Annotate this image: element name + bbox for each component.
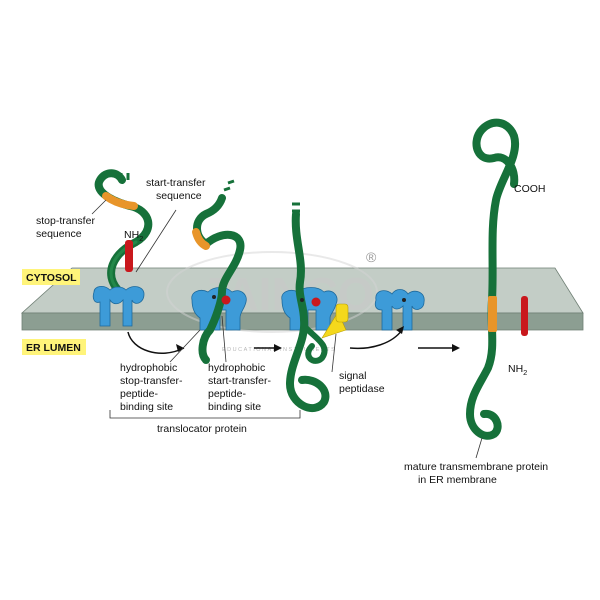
process-arrows bbox=[127, 326, 460, 354]
pointer-hydro-start bbox=[221, 315, 227, 363]
hydro-stop-label-2: stop-transfer- bbox=[120, 375, 183, 387]
hydro-start-label-2: start-transfer- bbox=[208, 375, 272, 387]
mature-protein-chain bbox=[466, 118, 520, 440]
translocator-bracket bbox=[109, 410, 301, 419]
arrow-stage1-to-2 bbox=[127, 331, 185, 354]
er-lumen-tag: ER LUMEN bbox=[22, 339, 86, 355]
stage2-start-transfer-segment bbox=[192, 228, 210, 250]
signal-peptidase-label-2: peptidase bbox=[339, 383, 385, 395]
stage1-translocator bbox=[92, 286, 145, 327]
start-transfer-label-1: start-transfer bbox=[146, 177, 206, 189]
stage2-chain-dash-2 bbox=[227, 179, 235, 185]
labels: stop-transfer sequence start-transfer se… bbox=[36, 177, 548, 486]
watermark-tagline: EDUCATIONAL INSTRUMENTS bbox=[222, 347, 336, 353]
stage1-start-transfer-segment bbox=[125, 240, 133, 272]
stop-transfer-label-2: sequence bbox=[36, 228, 82, 240]
arrowhead-4 bbox=[452, 344, 460, 352]
stage-2 bbox=[191, 179, 247, 364]
pointer-start-transfer bbox=[135, 209, 177, 273]
pointer-mature-protein bbox=[475, 437, 483, 459]
start-transfer-label-2: sequence bbox=[156, 190, 202, 202]
stage-3 bbox=[281, 202, 349, 412]
signal-peptidase-label-1: signal bbox=[339, 370, 366, 382]
stage-5 bbox=[466, 118, 528, 440]
pointer-signal-peptidase bbox=[331, 333, 337, 373]
label-pointers bbox=[91, 199, 483, 459]
watermark-ring bbox=[166, 251, 378, 333]
stage3-peptidase-anchor bbox=[335, 303, 349, 323]
hydro-start-label-3: peptide- bbox=[208, 388, 246, 400]
arrowhead-2 bbox=[274, 344, 282, 352]
stage3-tail-loop bbox=[303, 325, 328, 364]
stage3-binding-dot bbox=[300, 298, 304, 302]
stage3-polypeptide-chain bbox=[286, 210, 330, 412]
stage4-translocator bbox=[374, 289, 425, 331]
cooh-label: COOH bbox=[514, 183, 546, 195]
watermark-registered-mark: ® bbox=[366, 249, 377, 265]
stage-4 bbox=[374, 289, 425, 331]
hydro-stop-label-1: hydrophobic bbox=[120, 362, 177, 374]
cleaved-signal-peptide bbox=[521, 296, 528, 336]
arrow-stage3-to-4 bbox=[349, 329, 403, 350]
nh2-bottom-label: NH2 bbox=[508, 363, 527, 377]
nh2-top-label: NH2 bbox=[124, 229, 143, 243]
stage2-polypeptide-chain bbox=[193, 194, 245, 364]
cytosol-label: CYTOSOL bbox=[26, 272, 77, 284]
hydro-start-label-1: hydrophobic bbox=[208, 362, 265, 374]
mature-transmembrane-segment bbox=[488, 296, 497, 332]
pointer-hydro-stop bbox=[169, 329, 201, 363]
hydro-stop-label-4: binding site bbox=[120, 401, 173, 413]
arrowhead-3 bbox=[396, 326, 404, 334]
mature-protein-label-2: in ER membrane bbox=[418, 474, 497, 486]
stage2-chain-dash-1 bbox=[223, 186, 231, 192]
stop-transfer-label-1: stop-transfer bbox=[36, 215, 95, 227]
stage2-signal-peptide-bound bbox=[221, 295, 231, 305]
stage4-binding-dot bbox=[402, 298, 406, 302]
cytosol-tag: CYTOSOL bbox=[22, 269, 80, 285]
hydro-stop-label-3: peptide- bbox=[120, 388, 158, 400]
arrowhead-1 bbox=[176, 344, 184, 352]
pointer-stop-transfer bbox=[91, 199, 107, 215]
stage-1 bbox=[92, 169, 153, 327]
translocator-protein-label: translocator protein bbox=[157, 423, 247, 435]
hydro-start-label-4: binding site bbox=[208, 401, 261, 413]
stage3-signal-peptide-bound bbox=[311, 297, 321, 307]
stage1-stop-transfer-segment bbox=[102, 192, 138, 210]
mature-protein-label-1: mature transmembrane protein bbox=[404, 461, 548, 473]
er-lumen-label: ER LUMEN bbox=[26, 342, 81, 354]
stage2-binding-dot bbox=[212, 295, 216, 299]
